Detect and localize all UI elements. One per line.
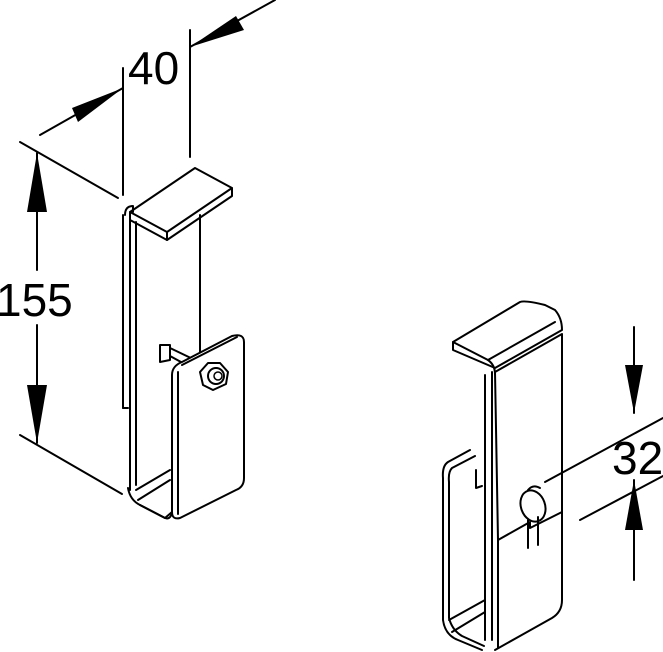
bracket-right <box>441 300 563 651</box>
dimension-width-label: 40 <box>128 42 179 94</box>
dimension-height-label: 155 <box>0 274 73 326</box>
dimension-slot: 32 <box>544 326 663 581</box>
dimension-width: 40 <box>39 0 276 196</box>
bracket-left <box>122 167 245 520</box>
keyhole-slot-icon <box>519 485 547 549</box>
dimension-slot-label: 32 <box>612 432 663 484</box>
dimension-height: 155 <box>0 141 123 495</box>
hex-nut-icon <box>199 362 229 391</box>
